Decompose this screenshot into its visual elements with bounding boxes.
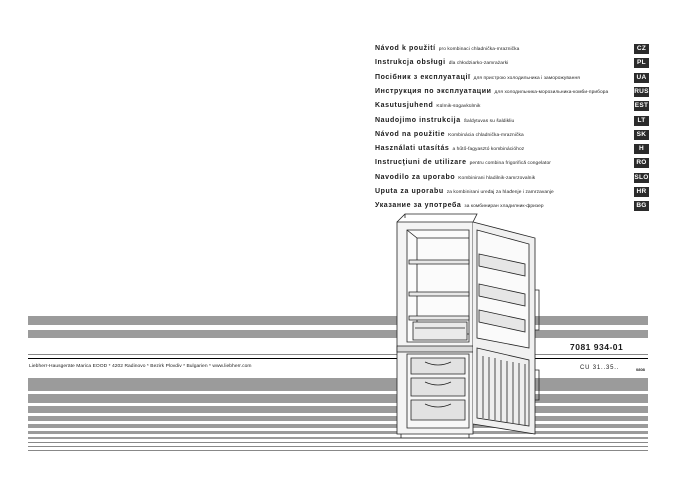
language-subtitle: Kombinirani hladilnik-zamrzovalnik [458, 175, 536, 181]
language-code-badge: H [634, 144, 649, 155]
language-code-badge: HR [634, 187, 649, 197]
fridge-freezer-illustration [396, 213, 540, 438]
model-code: CU 31..35.. [580, 365, 620, 371]
language-subtitle: Šaldytuvas su šaldikliu [463, 118, 515, 124]
language-title: Uputa za uporabu [375, 188, 444, 195]
language-code-badge: RUS [634, 86, 649, 97]
language-title: Инструкция по эксплуатации [375, 87, 492, 95]
language-title: Указание за употреба [375, 202, 462, 210]
language-subtitle: pentru combina frigorifică congelator [469, 161, 551, 167]
language-title: Naudojimo instrukcija [375, 116, 461, 124]
language-subtitle: a hűtő-fagyasztó kombinációhoz [452, 147, 525, 153]
stripe-band [28, 450, 648, 451]
language-code-badge: SLO [634, 172, 649, 183]
language-title: Instrucţiuni de utilizare [375, 159, 467, 167]
language-subtitle: за комбиниран хладилник-фризер [464, 204, 544, 210]
stripe-band [28, 437, 648, 439]
divider-line [28, 354, 648, 355]
stripe-band [28, 406, 648, 413]
language-code-badge: BG [634, 201, 649, 212]
stripe-band [28, 424, 648, 428]
language-subtitle: dla chłodziarko-zamrażarki [448, 61, 509, 67]
stripe-band [28, 394, 648, 403]
language-title: Kasutusjuhend [375, 102, 434, 110]
language-code-badge: CZ [634, 44, 649, 54]
language-subtitle: для пристрою холодильника і заморожуванн… [473, 75, 580, 81]
publisher-address: Liebherr-Hausgeräte Marica EOOD * 4202 R… [29, 364, 252, 369]
language-subtitle: для холодильника-морозильника-комби-приб… [494, 89, 609, 95]
language-subtitle: Kombinácia chladnička-mraznička [448, 132, 524, 138]
language-code-badge: EST [634, 101, 649, 112]
stripe-band [28, 446, 648, 447]
language-title: Navodilo za uporabo [375, 173, 456, 181]
language-title: Instrukcja obsługi [375, 59, 446, 67]
document-date-code: 0808 [636, 367, 645, 372]
document-number: 7081 934-01 [570, 342, 624, 352]
language-code-badge: SK [634, 129, 649, 140]
stripe-band [28, 330, 648, 338]
stripe-band [28, 316, 648, 325]
language-subtitle: pro kombinaci chladnička-mraznička [438, 47, 520, 52]
stripe-band [28, 416, 648, 421]
divider-line [28, 358, 648, 359]
language-title: Návod na použitie [375, 130, 446, 138]
language-subtitle: za kombinirani uređaj za hlađenje i zamr… [446, 190, 554, 195]
language-code-badge: PL [634, 58, 649, 69]
language-code-badge: RO [634, 158, 649, 169]
language-code-badge: UA [634, 72, 649, 83]
stripe-band [28, 442, 648, 443]
language-subtitle: Külmik-sügavkülmik [436, 104, 481, 110]
language-title: Használati utasítás [375, 145, 450, 153]
language-code-badge: LT [634, 115, 649, 126]
stripe-band [28, 378, 648, 391]
language-title: Посібник з експлуатації [375, 73, 471, 81]
stripe-band [28, 431, 648, 434]
language-title: Návod k použití [375, 45, 436, 52]
